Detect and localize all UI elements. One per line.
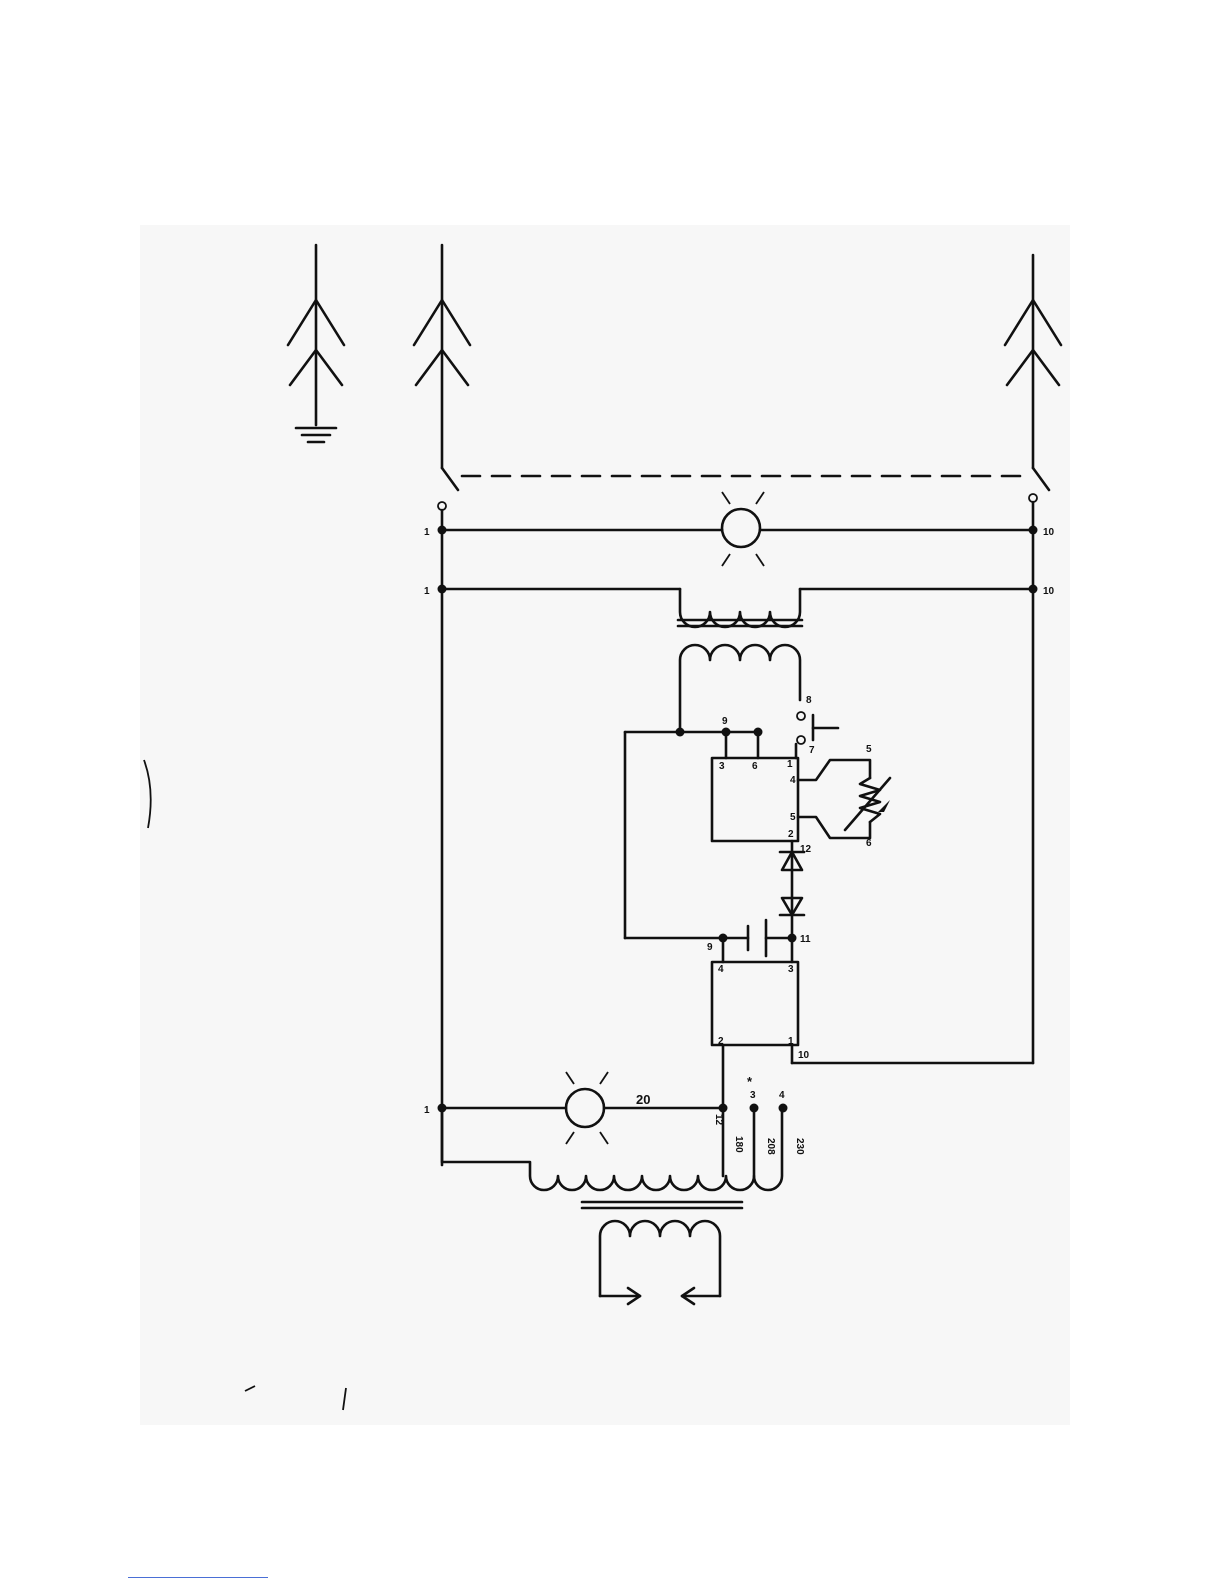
line-prong-left bbox=[414, 245, 470, 468]
terminal-1-top: 1 bbox=[424, 527, 430, 538]
indicator-lamp-top bbox=[438, 492, 1038, 566]
relay-upper-pin-5: 5 bbox=[790, 812, 796, 823]
control-transformer bbox=[438, 585, 1038, 729]
terminal-11: 11 bbox=[800, 934, 811, 945]
diode-string bbox=[780, 841, 804, 938]
terminal-12-lower: 12 bbox=[713, 1114, 724, 1126]
tap-230: 230 bbox=[794, 1138, 805, 1155]
terminal-10-mid: 10 bbox=[1043, 586, 1055, 597]
relay-lower-pin-2: 2 bbox=[718, 1036, 724, 1047]
terminal-10-top: 10 bbox=[1043, 527, 1055, 538]
footer-rule bbox=[128, 1577, 268, 1578]
wire-label-20: 20 bbox=[636, 1092, 650, 1107]
relay-upper-pin-3: 3 bbox=[719, 761, 725, 772]
terminal-3-tap: 3 bbox=[750, 1090, 756, 1101]
relay-upper-pin-4: 4 bbox=[790, 775, 796, 786]
main-transformer bbox=[442, 1108, 782, 1304]
terminal-9-bottom: 9 bbox=[707, 942, 713, 953]
relay-upper-pin-6: 6 bbox=[752, 761, 758, 772]
tap-180: 180 bbox=[733, 1136, 744, 1153]
relay-lower-pin-4: 4 bbox=[718, 964, 724, 975]
terminal-1-mid: 1 bbox=[424, 586, 430, 597]
terminal-12-upper: 12 bbox=[800, 844, 812, 855]
scan-marks bbox=[144, 760, 346, 1410]
indicator-lamp-bottom bbox=[438, 1072, 788, 1144]
terminal-10-bottom: 10 bbox=[798, 1050, 810, 1061]
asterisk-mark: * bbox=[747, 1074, 753, 1089]
relay-upper-pin-1: 1 bbox=[787, 759, 793, 770]
relay-lower bbox=[712, 938, 1033, 1108]
relay-upper bbox=[712, 758, 890, 841]
terminal-6: 6 bbox=[866, 838, 872, 849]
relay-lower-pin-1: 1 bbox=[788, 1036, 794, 1047]
tap-208: 208 bbox=[765, 1138, 776, 1155]
terminal-5: 5 bbox=[866, 744, 872, 755]
ground-prong bbox=[288, 245, 344, 442]
terminal-4-tap: 4 bbox=[779, 1090, 785, 1101]
terminal-1-bottom: 1 bbox=[424, 1105, 430, 1116]
terminal-8: 8 bbox=[806, 695, 812, 706]
line-prong-right bbox=[1005, 255, 1061, 468]
terminal-7: 7 bbox=[809, 745, 815, 756]
terminal-9-top: 9 bbox=[722, 716, 728, 727]
relay-upper-pin-2: 2 bbox=[788, 829, 794, 840]
relay-lower-pin-3: 3 bbox=[788, 964, 794, 975]
pushbutton-switch bbox=[796, 712, 838, 758]
main-switch bbox=[438, 468, 1049, 1165]
